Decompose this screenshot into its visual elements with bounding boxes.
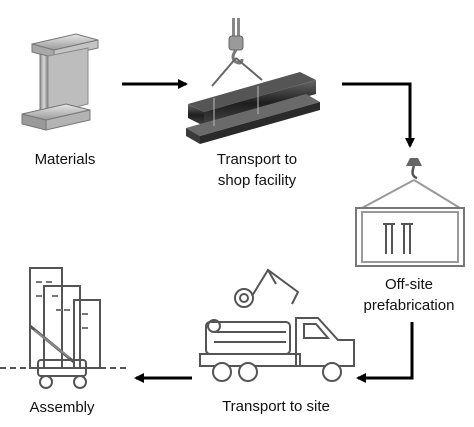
- transport-shop-label: Transport to shop facility: [216, 151, 298, 189]
- arrow-prefab-to-site: [356, 322, 414, 383]
- transport-site-label: Transport to site: [222, 398, 330, 415]
- building-crane-icon: [0, 267, 126, 389]
- materials-label: Materials: [34, 151, 96, 168]
- crane-lift-beam-icon: [186, 18, 320, 144]
- flow-arrows: [122, 79, 415, 383]
- prefabrication-label: Off-site prefabrication: [363, 276, 455, 314]
- container-module-icon: [355, 158, 465, 267]
- assembly-label: Assembly: [29, 399, 95, 416]
- arrow-transport-to-prefab: [342, 82, 415, 148]
- steel-beam-icon: [21, 33, 99, 131]
- log-truck-icon: [199, 268, 355, 382]
